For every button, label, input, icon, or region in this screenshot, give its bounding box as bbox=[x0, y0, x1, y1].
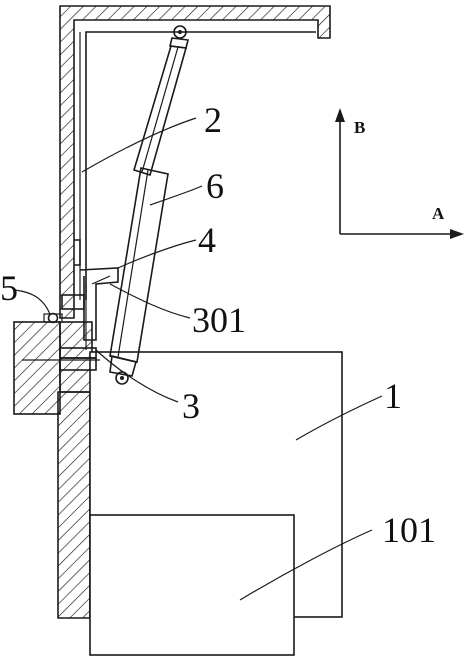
arrow-right-icon bbox=[450, 229, 464, 239]
label-part-6: 6 bbox=[206, 166, 224, 206]
hinge-part-5 bbox=[43, 312, 63, 324]
leader-3 bbox=[95, 349, 179, 403]
direction-axes: B A bbox=[335, 108, 464, 239]
actuator-part-6 bbox=[109, 25, 189, 385]
leader-2 bbox=[81, 117, 197, 173]
lower-wall bbox=[57, 391, 91, 619]
label-part-5: 5 bbox=[0, 268, 18, 308]
label-part-4: 4 bbox=[198, 220, 216, 260]
box-part-101 bbox=[89, 514, 295, 656]
leader-lines bbox=[13, 117, 383, 601]
leader-5 bbox=[13, 289, 51, 315]
leader-4 bbox=[117, 239, 197, 269]
guide-rail bbox=[85, 31, 316, 300]
leader-1 bbox=[295, 395, 383, 441]
label-part-2: 2 bbox=[204, 100, 222, 140]
label-part-1: 1 bbox=[384, 376, 402, 416]
label-part-3: 3 bbox=[182, 386, 200, 426]
axis-label-b: B bbox=[354, 118, 365, 137]
leader-301 bbox=[109, 283, 191, 319]
arrow-up-icon bbox=[335, 108, 345, 122]
axis-label-a: A bbox=[432, 204, 445, 223]
label-part-101: 101 bbox=[382, 510, 436, 550]
leader-6 bbox=[149, 185, 203, 206]
leader-101 bbox=[239, 529, 373, 601]
mounting-block bbox=[13, 321, 61, 415]
label-part-301: 301 bbox=[192, 300, 246, 340]
